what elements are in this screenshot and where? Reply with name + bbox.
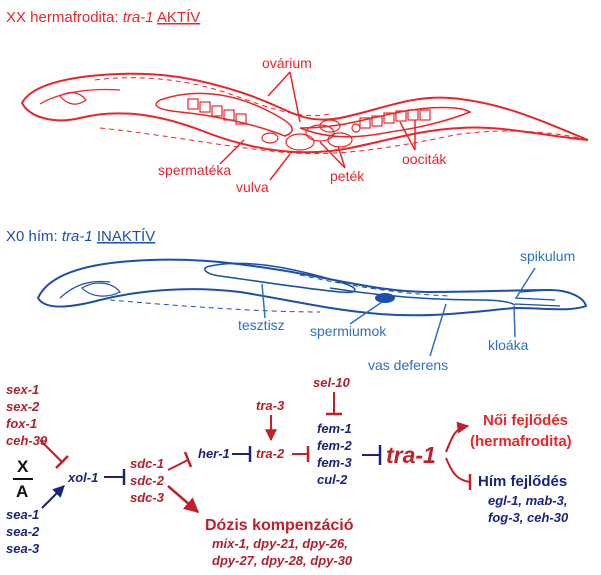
hermaphrodite-title-gene: tra-1 [123, 9, 154, 26]
inhibit-sdc-to-her [167, 459, 189, 471]
gene-sex-2: sex-2 [6, 399, 40, 414]
hermaphrodite-title: XX hermafrodita: tra-1 AKTÍV [6, 9, 200, 26]
label-vulva: vulva [236, 179, 269, 195]
female-development-title: Női fejlődés [483, 412, 568, 429]
gene-fem-3: fem-3 [317, 455, 352, 470]
gene-sex-1: sex-1 [6, 382, 39, 397]
hermaphrodite-title-state: AKTÍV [157, 9, 200, 26]
inhibit-sdc-bar [183, 451, 193, 468]
label-spermateka: spermatéka [158, 162, 231, 178]
pointer-vulva [269, 153, 291, 181]
pointer-spikulum [515, 267, 536, 299]
male-development-genes-2: fog-3, ceh-30 [488, 510, 569, 525]
gene-sea-2: sea-2 [6, 524, 40, 539]
male-title-gene: tra-1 [62, 228, 93, 245]
gene-sdc-3: sdc-3 [130, 490, 165, 505]
gene-fox-1: fox-1 [6, 416, 37, 431]
label-ocitak: oociták [402, 151, 447, 167]
gene-cul-2: cul-2 [317, 472, 348, 487]
label-ovarium: ovárium [262, 55, 312, 71]
label-vas-deferens: vas deferens [368, 357, 448, 373]
gene-xol-1: xol-1 [67, 470, 98, 485]
male-development-title: Hím fejlődés [478, 473, 567, 490]
hermaphrodite-title-prefix: XX hermafrodita: [6, 9, 123, 26]
label-kloaka: kloáka [488, 337, 529, 353]
gene-sdc-2: sdc-2 [130, 473, 165, 488]
gene-tra-1: tra-1 [386, 442, 436, 468]
gene-sea-3: sea-3 [6, 541, 40, 556]
dosage-genes-1: mix-1, dpy-21, dpy-26, [212, 536, 348, 551]
pointer-ocitak-1 [399, 121, 416, 151]
male-title-prefix: X0 hím: [6, 228, 62, 245]
pointer-petek-1 [319, 141, 346, 169]
gene-sea-1: sea-1 [6, 507, 39, 522]
male-development-genes-1: egl-1, mab-3, [488, 493, 567, 508]
ratio-x: X [17, 457, 29, 476]
male-title-state: INAKTÍV [97, 228, 155, 245]
gene-fem-1: fem-1 [317, 421, 352, 436]
dosage-compensation-title: Dózis kompenzáció [205, 517, 354, 534]
hermaphrodite-worm-drawing [20, 72, 589, 155]
gene-fem-2: fem-2 [317, 438, 352, 453]
pointer-spermiumok [349, 301, 383, 325]
pathway: sex-1 sex-2 fox-1 ceh-39 X A sea-1 sea-2… [6, 375, 572, 568]
arrow-sdc-to-dosage [167, 485, 200, 513]
female-development-subtitle: (hermafrodita) [470, 433, 572, 450]
ratio-a: A [16, 482, 28, 501]
label-tesztisz: tesztisz [238, 317, 285, 333]
pointer-vas-deferens [429, 303, 447, 357]
inhibit-x-to-xol [39, 439, 63, 463]
pointer-kloaka [513, 305, 516, 338]
gene-ceh-39: ceh-39 [6, 433, 48, 448]
male-worm-drawing [36, 258, 588, 317]
pointer-tesztisz [261, 283, 266, 319]
gene-sel-10: sel-10 [313, 375, 351, 390]
male-title: X0 hím: tra-1 INAKTÍV [6, 228, 155, 245]
inhibit-tra1-to-male [445, 457, 471, 483]
pointer-ovarium [267, 71, 291, 97]
label-spikulum: spikulum [520, 248, 575, 264]
label-spermiumok: spermiumok [310, 323, 387, 339]
inhibit-x-bar [55, 455, 69, 469]
pointer-petek-2 [337, 145, 346, 169]
pointer-spermateka [219, 139, 245, 165]
gene-her-1: her-1 [198, 446, 230, 461]
pointer-ovarium-2 [289, 71, 301, 123]
gene-tra-2: tra-2 [256, 446, 285, 461]
activate-a-to-xol [41, 485, 65, 509]
label-petek: peték [330, 168, 365, 184]
arrow-tra1-to-female [445, 421, 470, 453]
gene-sdc-1: sdc-1 [130, 456, 164, 471]
gene-tra-3: tra-3 [256, 398, 285, 413]
dosage-genes-2: dpy-27, dpy-28, dpy-30 [212, 553, 353, 568]
